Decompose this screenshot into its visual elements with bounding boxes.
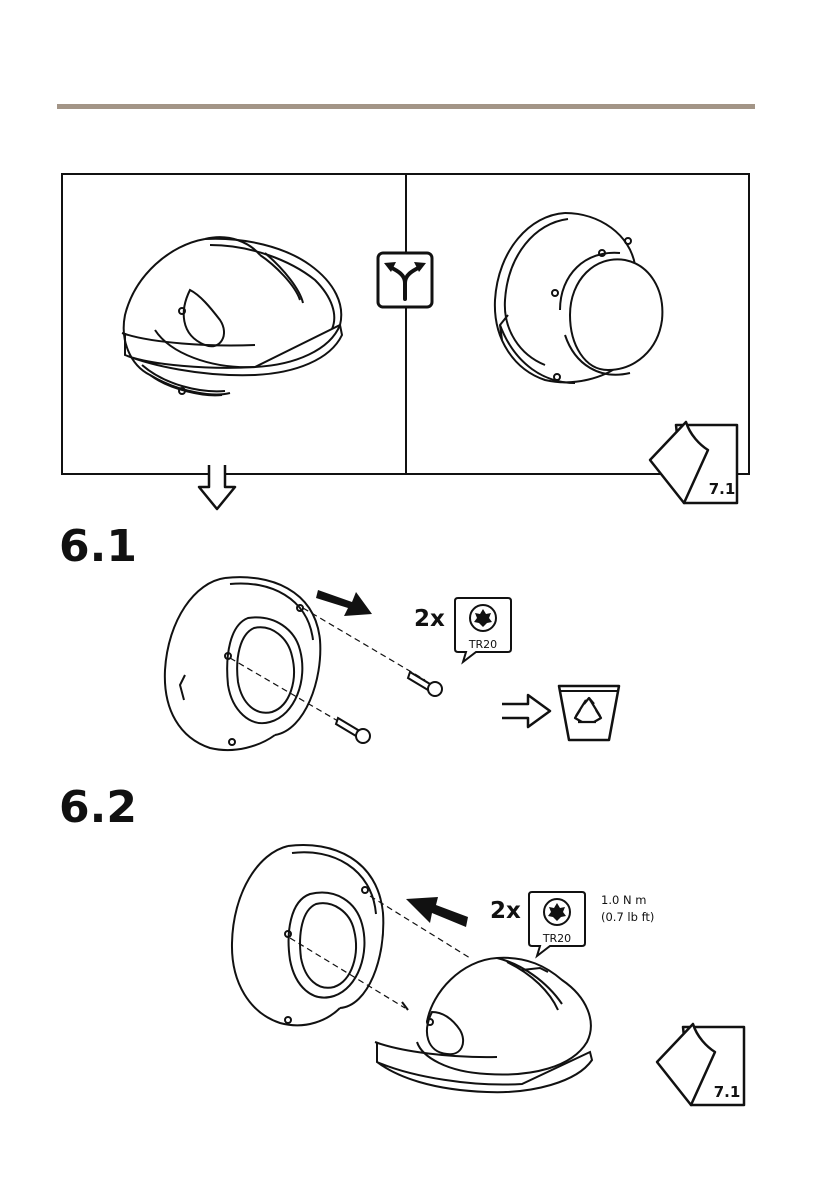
screw-count-6-1: 2x — [414, 606, 445, 632]
screw-count-6-2: 2x — [490, 898, 521, 924]
torx-bit-label-6-1: TR20 — [468, 638, 497, 651]
step-6-1-heading: 6.1 — [59, 525, 137, 569]
attach-direction-arrow-icon — [404, 895, 468, 933]
torque-nm: 1.0 N m — [601, 892, 654, 909]
torque-lbft: (0.7 lb ft) — [601, 909, 654, 926]
page-ref-top-label: 7.1 — [709, 480, 736, 498]
camera-with-dome-illustration — [490, 205, 670, 395]
torx-count-badge-6-2: 2x TR20 — [488, 890, 593, 960]
screw-icon — [408, 672, 442, 696]
step-6-2-heading: 6.2 — [59, 786, 137, 830]
page-reference-icon: 7.1 — [648, 420, 740, 506]
screw-icon-2 — [336, 718, 370, 743]
torx-bit-icon-6-2 — [544, 899, 570, 925]
page-ref-bottom-label: 7.1 — [714, 1083, 741, 1101]
page-reference-icon-bottom: 7.1 — [655, 1022, 747, 1108]
torx-bit-label-6-2: TR20 — [542, 932, 571, 945]
torx-count-badge-6-1: 2x TR20 — [410, 596, 515, 666]
torque-spec: 1.0 N m (0.7 lb ft) — [601, 892, 654, 926]
weather-shield-illustration — [372, 952, 602, 1092]
header-rule — [57, 104, 755, 109]
split-arrow-icon — [376, 251, 434, 309]
camera-with-weather-shield-illustration — [110, 225, 360, 405]
down-hollow-arrow-icon — [196, 463, 238, 511]
recycle-bin-icon — [556, 682, 622, 744]
remove-direction-arrow-icon — [314, 586, 376, 620]
option-panel-divider — [405, 173, 407, 475]
torx-bit-icon — [470, 605, 496, 631]
hollow-arrow-icon — [500, 692, 552, 730]
